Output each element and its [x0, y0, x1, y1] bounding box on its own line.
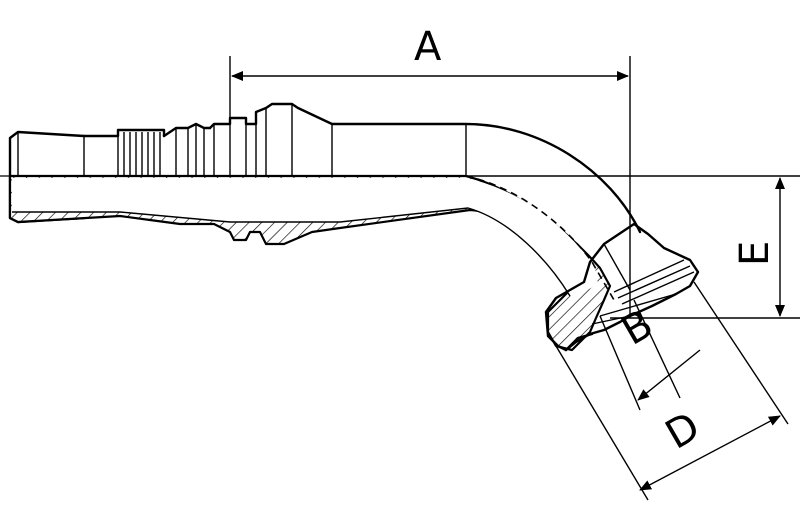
dimension-e: E [466, 175, 800, 319]
dimension-d-label: D [658, 403, 708, 458]
dimension-b-label: B [614, 301, 661, 355]
flange-head [544, 222, 700, 352]
fitting-body [8, 102, 642, 234]
dimension-b: B [599, 299, 701, 411]
dimension-e-label: E [732, 241, 778, 266]
tube-outer-bend [330, 122, 642, 234]
dimension-a-label: A [414, 24, 442, 70]
barb-ribs [82, 122, 212, 178]
centerline-bend [465, 175, 615, 301]
dimension-a: A [229, 24, 631, 318]
hex-collar [208, 102, 334, 178]
